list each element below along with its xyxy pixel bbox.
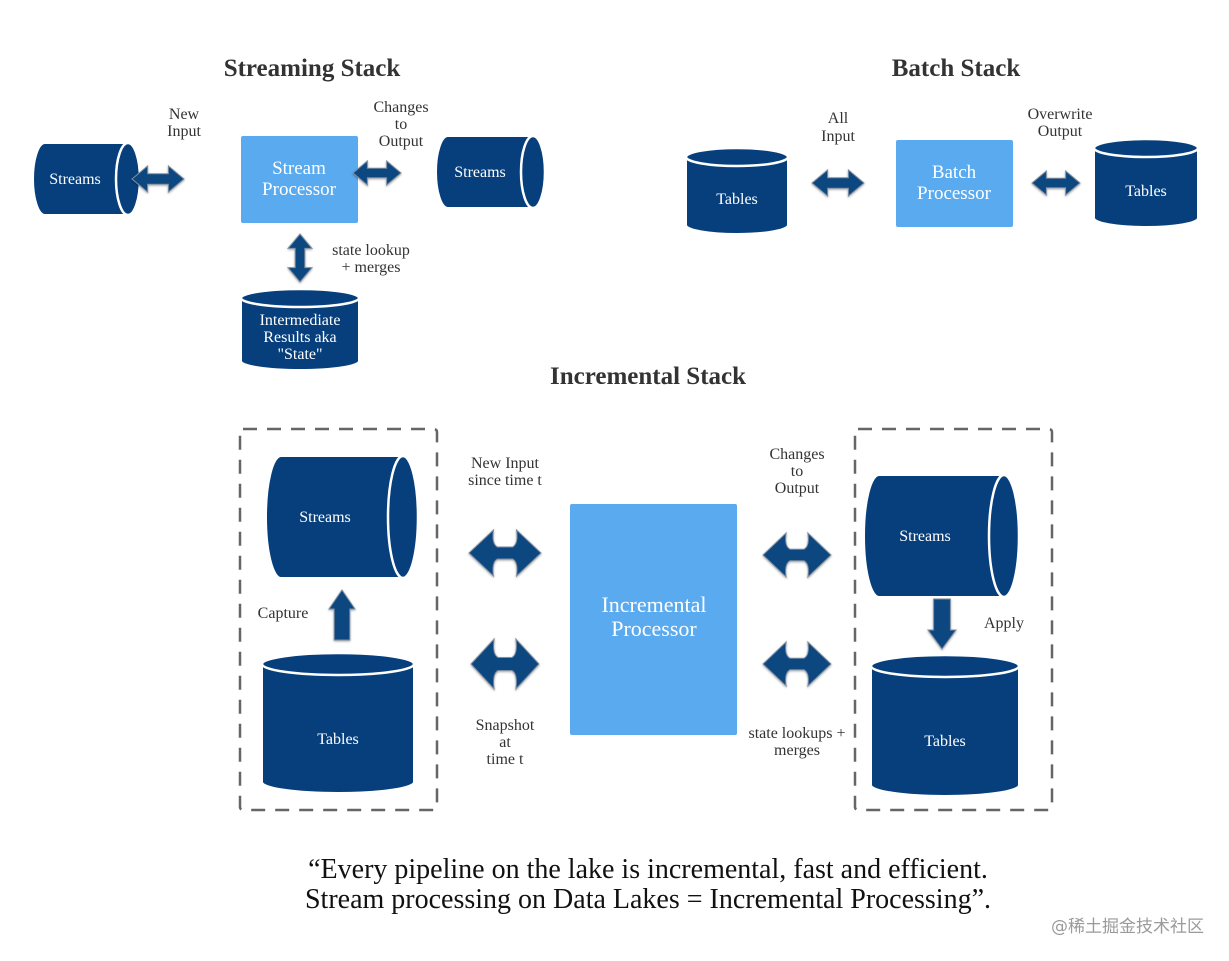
incremental-left-streams-label: Streams xyxy=(299,509,351,526)
streaming-new-input-label-line2: Input xyxy=(167,123,201,140)
batch-overwrite-arrow-shape xyxy=(1031,169,1081,197)
batch-all-input-arrow xyxy=(811,168,865,198)
batch-overwrite-label-line2: Output xyxy=(1038,123,1083,140)
incremental-changes-label-line2: to xyxy=(791,463,803,480)
incremental-snapshot-arrow xyxy=(470,637,540,691)
streaming-changes-label-line3: Output xyxy=(379,133,424,150)
streaming-sink-streams-cylinder: Streams xyxy=(435,134,547,210)
streaming-changes-arrow xyxy=(352,159,402,187)
batch-processor-box: Batch Processor xyxy=(896,140,1013,227)
streaming-state-lookup-label-line2: + merges xyxy=(342,259,401,276)
incremental-snapshot-arrow-shape xyxy=(470,637,540,691)
incremental-state-lookups-label-line2: merges xyxy=(774,742,820,759)
incremental-right-tables-cylinder: Tables xyxy=(869,653,1021,797)
streaming-stack-title: Streaming Stack xyxy=(224,55,401,82)
incremental-changes-label-line1: Changes xyxy=(769,446,824,463)
stream-processor-label-line1: Stream xyxy=(272,158,326,179)
batch-source-tables-cylinder: Tables xyxy=(684,146,790,235)
quote-line2: Stream processing on Data Lakes = Increm… xyxy=(305,884,991,915)
batch-stack-title: Batch Stack xyxy=(892,55,1021,82)
stream-processor-label-line2: Processor xyxy=(262,179,337,200)
batch-all-input-arrow-shape xyxy=(811,168,865,198)
batch-sink-tables-cylinder: Tables xyxy=(1092,137,1200,228)
streaming-state-arrow-shape xyxy=(286,233,314,283)
incremental-left-streams-cylinder: Streams xyxy=(265,454,420,580)
incremental-new-input-arrow-shape xyxy=(468,528,542,578)
batch-sink-label: Tables xyxy=(1125,183,1167,200)
apply-label: Apply xyxy=(984,615,1024,632)
incremental-new-input-arrow xyxy=(468,528,542,578)
streaming-state-label-line2: Results aka xyxy=(263,329,336,346)
incremental-snapshot-label-line2: at xyxy=(499,734,511,751)
streaming-state-arrow xyxy=(286,233,314,283)
incremental-state-arrow-shape xyxy=(762,640,832,688)
incremental-right-streams-cylinder: Streams xyxy=(863,473,1021,599)
streaming-state-cylinder: Intermediate Results aka "State" xyxy=(239,287,361,371)
apply-arrow-shape xyxy=(927,598,957,650)
capture-arrow xyxy=(328,589,356,641)
streaming-source-label: Streams xyxy=(49,171,101,188)
batch-overwrite-label-line1: Overwrite xyxy=(1028,106,1093,123)
streaming-state-label-line3: "State" xyxy=(277,346,322,363)
quote-line1: “Every pipeline on the lake is increment… xyxy=(308,854,988,885)
incremental-state-arrow xyxy=(762,640,832,688)
incremental-new-input-label-line1: New Input xyxy=(471,455,540,472)
batch-all-input-label-line2: Input xyxy=(821,128,855,145)
batch-processor-label-line2: Processor xyxy=(917,183,992,204)
streaming-source-streams-cylinder: Streams xyxy=(32,141,142,217)
incremental-changes-label-line3: Output xyxy=(775,480,820,497)
streaming-changes-arrow-shape xyxy=(352,159,402,187)
incremental-state-lookups-label-line1: state lookups + xyxy=(748,725,845,742)
stream-processor-box: Stream Processor xyxy=(241,136,358,223)
streaming-changes-label-line1: Changes xyxy=(373,99,428,116)
incremental-stack-title: Incremental Stack xyxy=(550,363,746,390)
incremental-changes-arrow xyxy=(762,531,832,579)
batch-all-input-label-line1: All xyxy=(828,110,849,127)
apply-arrow xyxy=(927,598,957,650)
incremental-processor-box: Incremental Processor xyxy=(570,504,737,735)
incremental-changes-arrow-shape xyxy=(762,531,832,579)
incremental-right-tables-label: Tables xyxy=(924,733,966,750)
streaming-state-lookup-label-line1: state lookup xyxy=(332,242,410,259)
streaming-sink-label: Streams xyxy=(454,164,506,181)
incremental-left-tables-cylinder: Tables xyxy=(260,651,416,794)
streaming-new-input-label-line1: New xyxy=(169,106,200,123)
streaming-new-input-arrow-shape xyxy=(131,164,185,194)
batch-processor-label-line1: Batch xyxy=(932,162,977,183)
watermark: @稀土掘金技术社区 xyxy=(1051,917,1204,937)
incremental-new-input-label-line2: since time t xyxy=(468,472,542,489)
incremental-left-tables-label: Tables xyxy=(317,731,359,748)
streaming-new-input-arrow xyxy=(131,164,185,194)
capture-label: Capture xyxy=(258,605,309,622)
streaming-state-label-line1: Intermediate xyxy=(260,312,341,329)
batch-overwrite-arrow xyxy=(1031,169,1081,197)
capture-arrow-shape xyxy=(328,589,356,641)
streaming-changes-label-line2: to xyxy=(395,116,407,133)
incremental-processor-label-line2: Processor xyxy=(611,616,697,641)
incremental-processor-label-line1: Incremental xyxy=(601,592,706,617)
incremental-snapshot-label-line3: time t xyxy=(487,751,524,768)
incremental-right-streams-label: Streams xyxy=(899,528,951,545)
incremental-snapshot-label-line1: Snapshot xyxy=(476,717,535,734)
batch-source-label: Tables xyxy=(716,191,758,208)
